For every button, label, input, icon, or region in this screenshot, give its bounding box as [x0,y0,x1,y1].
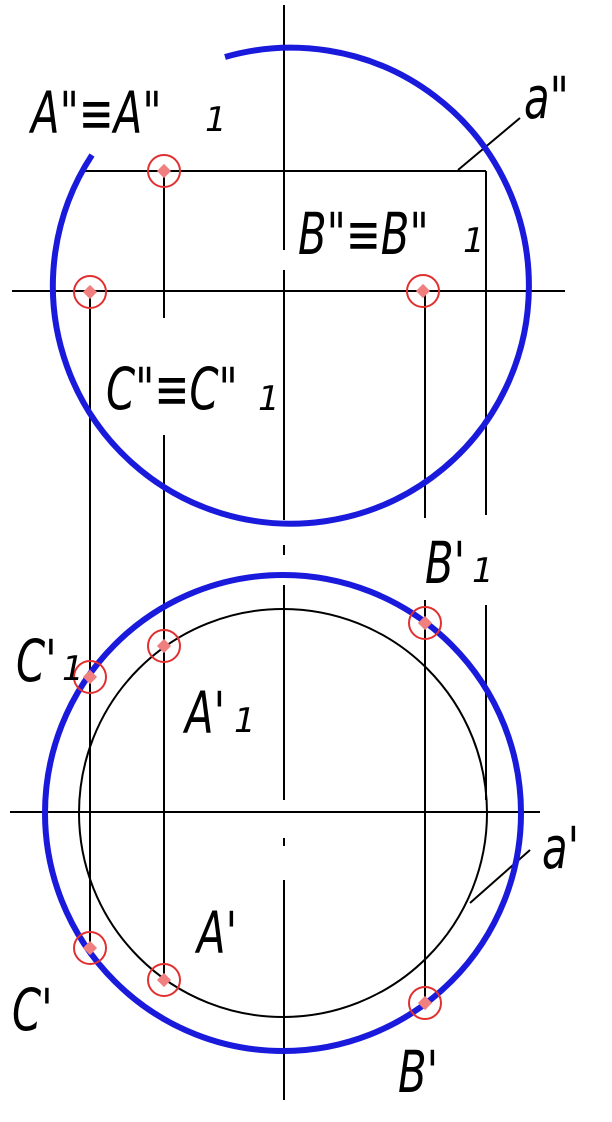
point-marker [73,660,107,694]
label-c1-top-sub: 1 [62,649,84,689]
label-masks [296,196,484,266]
point-marker [73,931,107,965]
label-b1-top-sub: 1 [472,551,494,591]
point-marker [406,274,440,308]
label-a-front-sub: 1 [205,100,227,140]
label-b-front: B"≡B" [298,200,429,268]
axis-lines [10,5,565,1100]
sphere-outlines [42,44,532,1054]
labels: A"≡A" 1 a" B"≡B" 1 C"≡C" 1 B' 1 C' 1 A' … [12,64,579,1106]
label-line-a-top: a' [542,814,579,882]
inner-circle-top-view [78,608,488,1018]
point-marker [73,275,107,309]
point-marker [147,963,181,997]
point-marker [147,629,181,663]
label-c-front-sub: 1 [258,379,280,419]
label-c-front: C"≡C" [106,355,238,423]
label-b-top: B' [398,1038,438,1106]
label-b1-top: B' [425,529,465,597]
point-marker [408,986,442,1020]
point-markers [73,154,442,1020]
sphere-top-view [42,572,524,1054]
leader-a-top [469,849,531,904]
label-line-a-front: a" [524,64,569,132]
label-b-front-sub: 1 [463,221,485,261]
label-a-top: A' [195,899,238,967]
label-a1-top-sub: 1 [234,701,256,741]
label-a-front: A"≡A" [29,79,162,147]
label-c-top: C' [12,976,53,1044]
sphere-front-view [49,44,532,527]
point-marker [408,606,442,640]
label-c1-top: C' [16,627,57,695]
construction-lines [78,117,531,1018]
leader-a-front [457,117,521,171]
label-a1-top: A' [183,679,226,747]
